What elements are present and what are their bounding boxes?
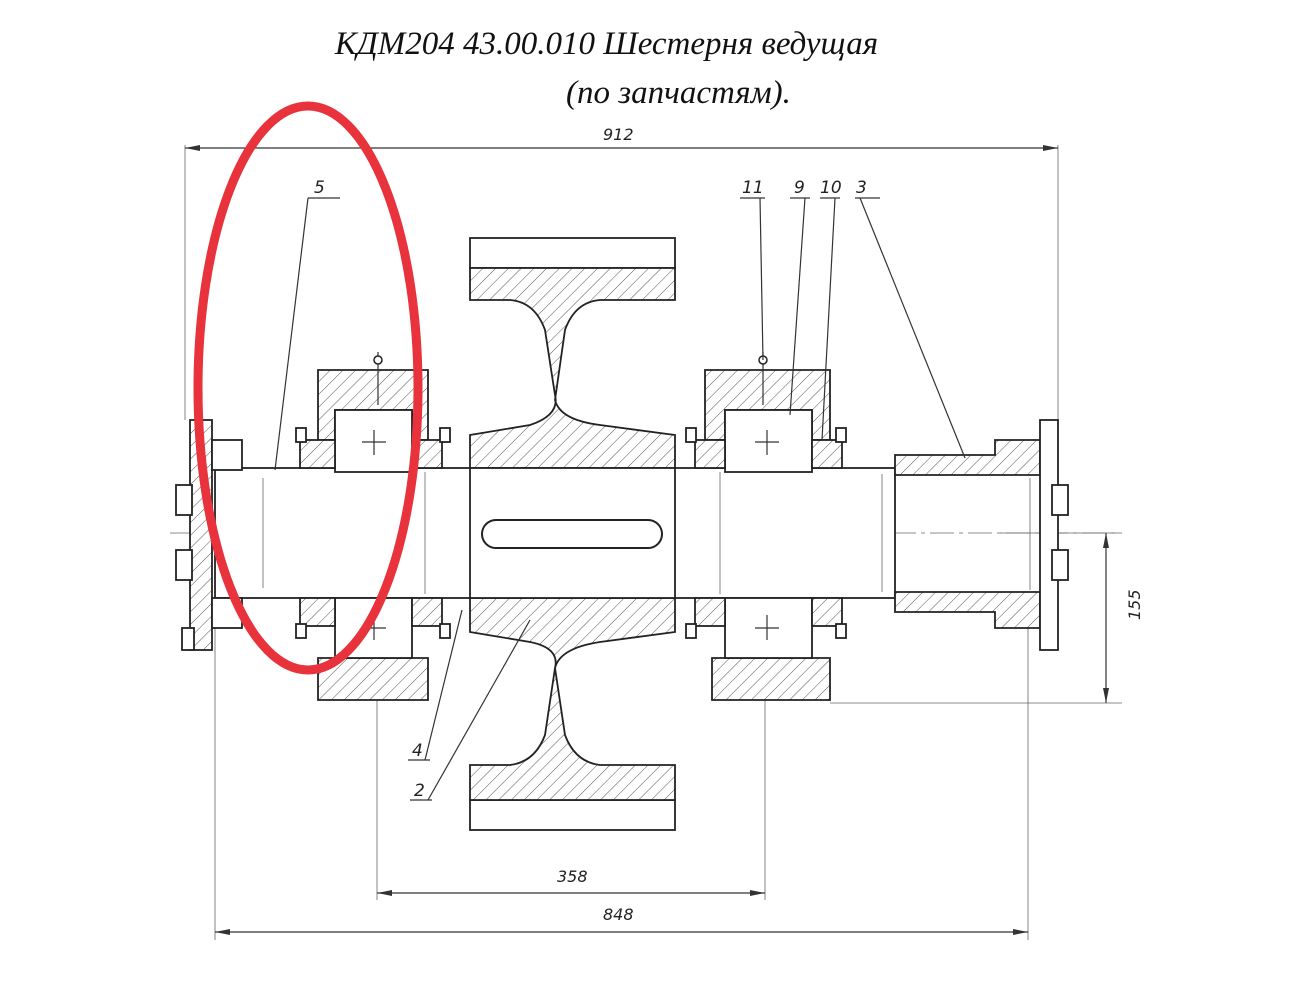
coupling-hub [894,419,1069,651]
callout-9: 9 [794,178,805,198]
right-bearing-housing [685,352,847,701]
callout-3: 3 [856,178,867,198]
callout-leaders [274,197,966,801]
drive-gear [469,237,676,831]
drawing-title-line2: (по запчастям). [566,75,791,111]
callout-11: 11 [742,178,764,198]
callout-10: 10 [820,178,842,198]
dimension-bearing-span-label: 358 [557,867,588,886]
dimension-overall-label: 912 [603,125,634,144]
dimension-overall: 912 [184,125,1059,420]
callout-2: 2 [414,781,425,801]
dimension-base: 848 [214,620,1029,940]
highlight-ellipse [193,101,423,675]
dimension-bearing-span: 358 [376,690,766,900]
callout-5: 5 [314,178,325,198]
callout-4: 4 [412,741,423,761]
drawing-title-line1: КДМ204 43.00.010 Шестерня ведущая [334,26,879,62]
dimension-height-label: 155 [1125,589,1144,620]
dimension-base-label: 848 [603,905,634,924]
